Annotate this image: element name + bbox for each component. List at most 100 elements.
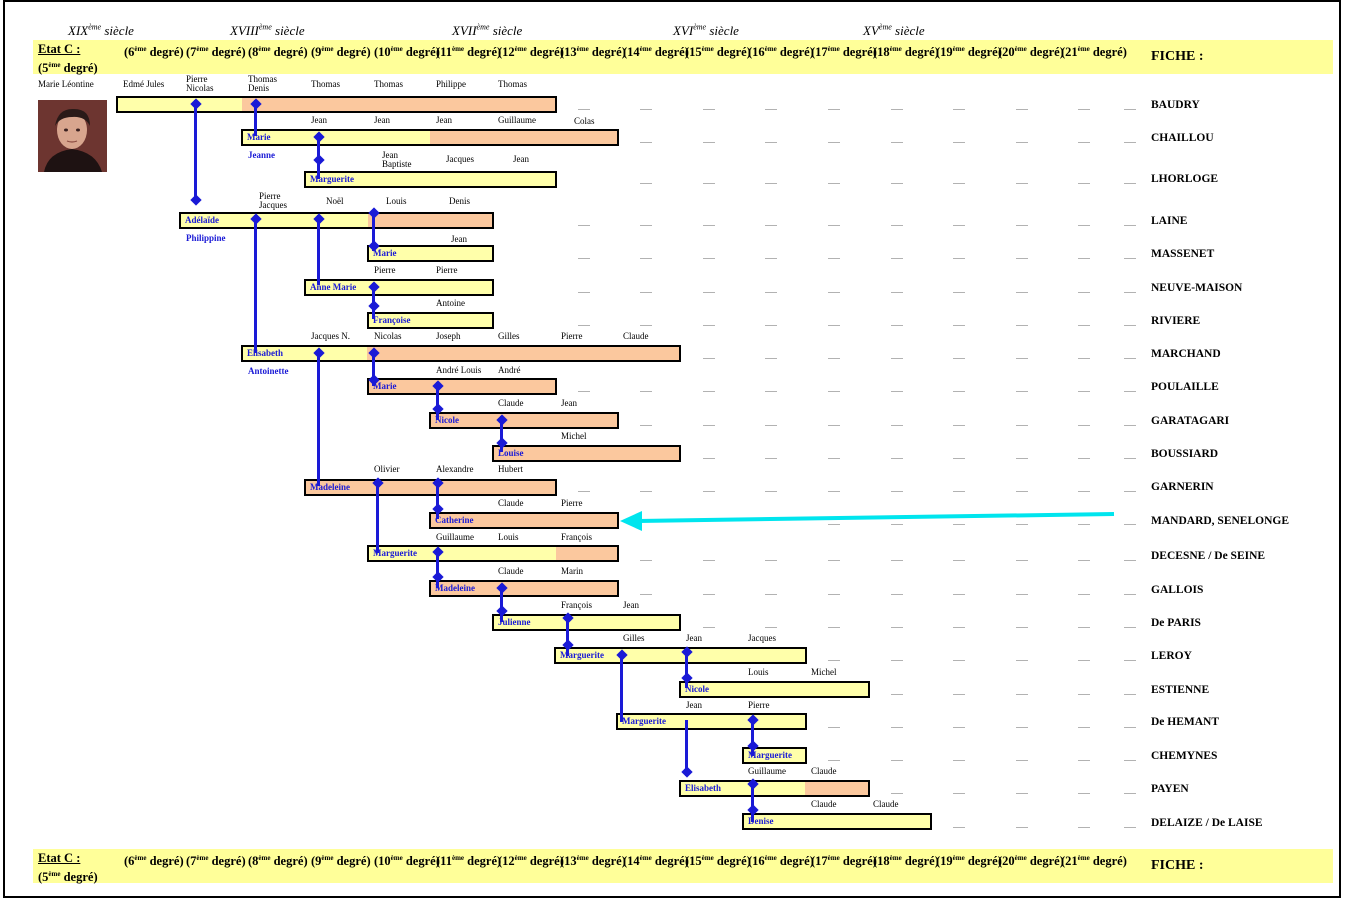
etat-label: Etat C :(5ème degré) — [38, 42, 98, 76]
page-frame — [3, 0, 1341, 898]
placeholder-dots: ...... — [1078, 385, 1090, 394]
placeholder-dots: ...... — [640, 177, 652, 186]
ancestor-name: Claude — [623, 331, 649, 341]
fiche-name: MARCHAND — [1151, 348, 1221, 360]
degree-col: (19ème degré) — [936, 854, 1002, 869]
placeholder-dots: ...... — [828, 419, 840, 428]
placeholder-dots: ...... — [1078, 352, 1090, 361]
fiche-name: POULAILLE — [1151, 381, 1219, 393]
placeholder-dots: ...... — [1124, 485, 1136, 494]
placeholder-dots: ...... — [703, 352, 715, 361]
placeholder-dots: ...... — [1124, 721, 1136, 730]
placeholder-dots: ...... — [765, 554, 777, 563]
ancestor-bar: Marguerite — [304, 171, 557, 188]
placeholder-dots: ...... — [1078, 688, 1090, 697]
placeholder-dots: ...... — [640, 219, 652, 228]
ancestor-name: Pierre — [561, 498, 583, 508]
placeholder-dots: ...... — [1124, 821, 1136, 830]
fiche-name: PAYEN — [1151, 783, 1189, 795]
degree-col: (9ème degré) — [311, 45, 371, 60]
placeholder-dots: ...... — [765, 319, 777, 328]
ancestor-name: Pierre — [748, 700, 770, 710]
placeholder-dots: ...... — [828, 319, 840, 328]
ancestor-bar: Françoise — [367, 312, 494, 329]
placeholder-dots: ...... — [640, 103, 652, 112]
placeholder-dots: ...... — [703, 252, 715, 261]
ancestor-name: Denis — [449, 196, 470, 206]
highlight-arrow-icon — [620, 511, 1115, 531]
placeholder-dots: ...... — [828, 103, 840, 112]
fiche-name: CHEMYNES — [1151, 750, 1218, 762]
link-line — [685, 720, 688, 776]
placeholder-dots: ...... — [1078, 787, 1090, 796]
placeholder-dots: ...... — [891, 352, 903, 361]
placeholder-dots: ...... — [1124, 787, 1136, 796]
ancestor-name: Nicolas — [374, 331, 402, 341]
woman-second-name: Jeanne — [248, 150, 275, 160]
degree-col: (19ème degré) — [936, 45, 1002, 60]
link-line — [317, 352, 320, 486]
fiche-name: LAINE — [1151, 215, 1188, 227]
placeholder-dots: ...... — [1078, 177, 1090, 186]
degree-col: (12ème degré) — [498, 854, 564, 869]
etat-label: Etat C :(5ème degré) — [38, 851, 98, 885]
ancestor-name: Jean — [623, 600, 639, 610]
link-line — [376, 483, 379, 553]
placeholder-dots: ...... — [891, 518, 903, 527]
placeholder-dots: ...... — [578, 385, 590, 394]
placeholder-dots: ...... — [953, 352, 965, 361]
placeholder-dots: ...... — [1124, 754, 1136, 763]
placeholder-dots: ...... — [891, 103, 903, 112]
root-great: Thomas Denis — [248, 74, 277, 93]
ancestor-name: Jean — [686, 700, 702, 710]
placeholder-dots: ...... — [1078, 621, 1090, 630]
placeholder-dots: ...... — [578, 103, 590, 112]
fiche-name: CHAILLOU — [1151, 132, 1214, 144]
placeholder-dots: ...... — [1016, 136, 1028, 145]
placeholder-dots: ...... — [828, 136, 840, 145]
degree-col: (20ème degré) — [998, 854, 1064, 869]
ancestor-name: Thomas — [374, 79, 403, 89]
degree-col: (10ème degré) — [374, 45, 440, 60]
placeholder-dots: ...... — [1016, 485, 1028, 494]
placeholder-dots: ...... — [891, 136, 903, 145]
ancestor-name: Louis — [748, 667, 769, 677]
ancestor-name: Jacques — [748, 633, 776, 643]
fiche-name: ESTIENNE — [1151, 684, 1210, 696]
link-line — [751, 720, 754, 756]
link-line — [500, 584, 503, 622]
degree-col: (12ème degré) — [498, 45, 564, 60]
ancestor-bar: Marguerite — [367, 545, 619, 562]
degree-col: (6ème degré) — [124, 854, 184, 869]
degree-col: (21ème degré) — [1061, 45, 1127, 60]
ancestor-name: Noël — [326, 196, 344, 206]
ancestor-bar: Adélaïde — [179, 212, 494, 229]
fiche-name: GARATAGARI — [1151, 415, 1230, 427]
placeholder-dots: ...... — [765, 219, 777, 228]
fiche-name: RIVIERE — [1151, 315, 1201, 327]
root-name: Marie Léontine — [38, 79, 94, 89]
placeholder-dots: ...... — [1078, 136, 1090, 145]
ancestor-bar: Louise — [492, 445, 681, 462]
placeholder-dots: ...... — [1124, 385, 1136, 394]
placeholder-dots: ...... — [1016, 419, 1028, 428]
placeholder-dots: ...... — [1124, 419, 1136, 428]
degree-col: (16ème degré) — [748, 854, 814, 869]
placeholder-dots: ...... — [1016, 787, 1028, 796]
ancestor-name: Jean Baptiste — [382, 150, 412, 169]
placeholder-dots: ...... — [640, 385, 652, 394]
degree-col: (20ème degré) — [998, 45, 1064, 60]
placeholder-dots: ...... — [578, 219, 590, 228]
placeholder-dots: ...... — [703, 177, 715, 186]
ancestor-bar: Marguerite — [742, 747, 807, 764]
placeholder-dots: ...... — [1016, 621, 1028, 630]
placeholder-dots: ...... — [953, 787, 965, 796]
ancestor-name: Joseph — [436, 331, 461, 341]
ancestor-bar: Marie — [367, 245, 494, 262]
placeholder-dots: ...... — [1078, 588, 1090, 597]
link-line — [317, 215, 320, 285]
placeholder-dots: ...... — [891, 219, 903, 228]
placeholder-dots: ...... — [891, 286, 903, 295]
ancestor-bar: Madeleine — [304, 479, 557, 496]
placeholder-dots: ...... — [1124, 219, 1136, 228]
